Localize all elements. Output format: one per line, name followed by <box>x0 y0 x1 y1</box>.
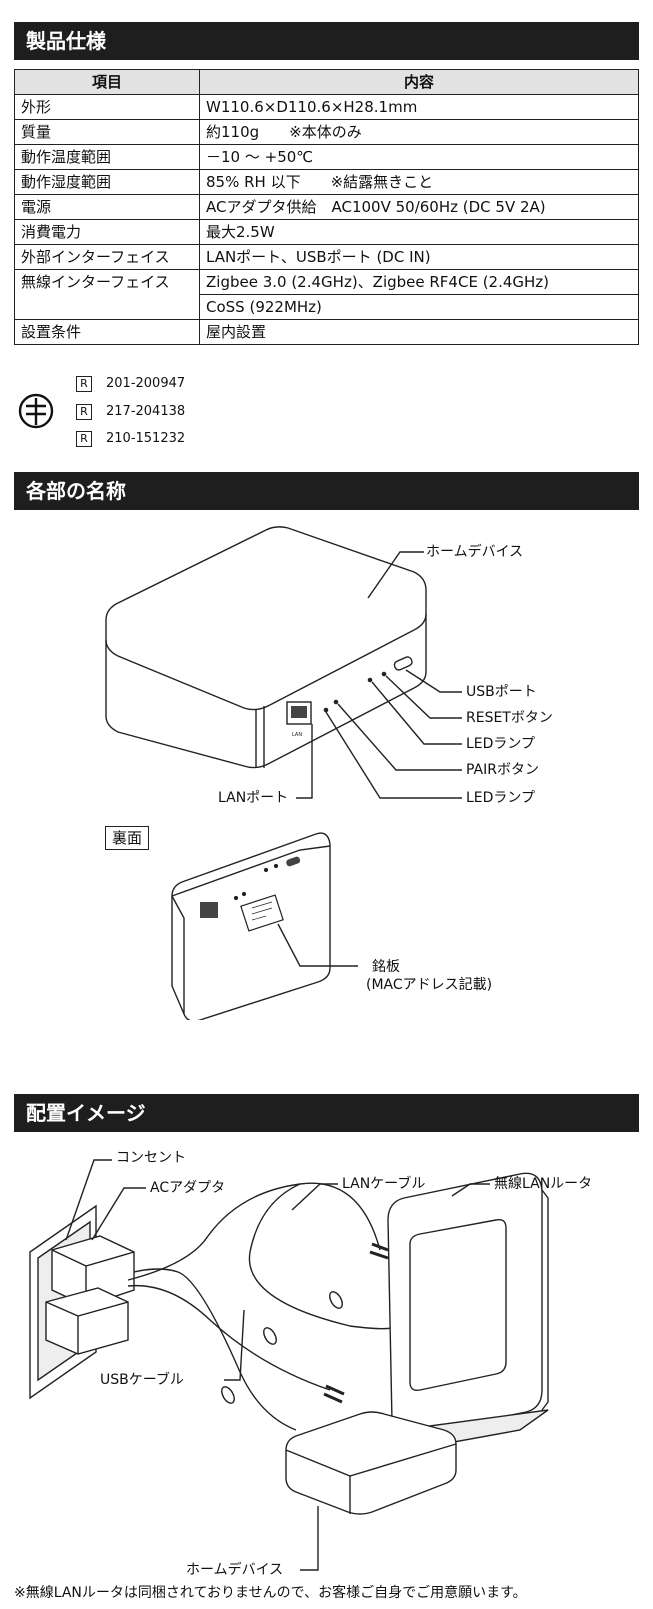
spec-label <box>14 294 200 320</box>
svg-text:LAN: LAN <box>292 732 302 738</box>
cert-r-mark: R <box>76 430 92 447</box>
table-row: 動作湿度範囲 85% RH 以下 ※結露無きこと <box>14 169 639 195</box>
footnote: ※無線LANルータは同梱されておりませんので、お客様ご自身でご用意願います。 <box>14 1585 527 1601</box>
parts-section-title: 各部の名称 <box>14 472 639 510</box>
spec-table: 項目 内容 外形 W110.6×D110.6×H28.1mm 質量 約110g … <box>14 69 639 345</box>
spec-value: LANポート、USBポート (DC IN) <box>199 244 639 270</box>
table-row: CoSS (922MHz) <box>14 294 639 320</box>
cert-number: 217-204138 <box>106 404 186 419</box>
spec-label: 消費電力 <box>14 219 200 245</box>
home-device-illustration <box>105 526 427 711</box>
label-lan-cable: LANケーブル <box>342 1176 426 1192</box>
cert-row: R 201-200947 <box>76 375 185 393</box>
spec-table-header: 項目 内容 <box>14 69 639 95</box>
certification-block: R 201-200947 R 217-204138 R 210-151232 <box>14 375 274 455</box>
table-row: 質量 約110g ※本体のみ <box>14 119 639 145</box>
label-usb-port: USBポート <box>466 684 537 700</box>
spec-value: Zigbee 3.0 (2.4GHz)、Zigbee RF4CE (2.4GHz… <box>199 269 639 295</box>
table-row: 外部インターフェイス LANポート、USBポート (DC IN) <box>14 244 639 270</box>
router-illustration <box>387 1172 543 1438</box>
label-led-lamp-2: LEDランプ <box>466 790 536 806</box>
spec-value: 最大2.5W <box>199 219 639 245</box>
cert-r-mark: R <box>76 403 92 420</box>
table-row: 外形 W110.6×D110.6×H28.1mm <box>14 94 639 120</box>
parts-diagram: LAN <box>105 526 462 1020</box>
giteki-mark-icon <box>18 393 54 429</box>
header-item: 項目 <box>14 69 200 95</box>
label-led-lamp-1: LEDランプ <box>466 736 536 752</box>
ac-adapter-illustration <box>51 1235 135 1307</box>
spec-value: ACアダプタ供給 AC100V 50/60Hz (DC 5V 2A) <box>199 194 639 220</box>
table-row: 動作温度範囲 －10 ～ +50℃ <box>14 144 639 170</box>
specs-section-title: 製品仕様 <box>14 22 639 60</box>
label-router: 無線LANルータ <box>494 1176 593 1192</box>
spec-label: 無線インターフェイス <box>14 269 200 295</box>
table-row: 消費電力 最大2.5W <box>14 219 639 245</box>
label-home-device: ホームデバイス <box>426 544 524 560</box>
nameplate-icon <box>240 894 284 932</box>
spec-label: 質量 <box>14 119 200 145</box>
table-row: 無線インターフェイス Zigbee 3.0 (2.4GHz)、Zigbee RF… <box>14 269 639 295</box>
label-pair-button: PAIRボタン <box>466 762 539 778</box>
header-content: 内容 <box>199 69 639 95</box>
label-ac-adapter: ACアダプタ <box>150 1180 226 1196</box>
usb-port-icon <box>393 656 413 671</box>
cert-number: 210-151232 <box>106 431 186 446</box>
spec-label: 外形 <box>14 94 200 120</box>
spec-label: 動作湿度範囲 <box>14 169 200 195</box>
label-outlet: コンセント <box>116 1150 186 1166</box>
placement-section-title: 配置イメージ <box>14 1094 639 1132</box>
table-row: 設置条件 屋内設置 <box>14 319 639 345</box>
spec-label: 電源 <box>14 194 200 220</box>
table-row: 電源 ACアダプタ供給 AC100V 50/60Hz (DC 5V 2A) <box>14 194 639 220</box>
label-nameplate-note: (MACアドレス記載) <box>366 977 493 993</box>
label-usb-cable: USBケーブル <box>100 1372 184 1388</box>
spec-value: －10 ～ +50℃ <box>199 144 639 170</box>
home-device-illustration <box>285 1411 457 1515</box>
spec-value: 屋内設置 <box>199 319 639 345</box>
placement-diagram <box>29 1159 549 1571</box>
spec-value: 約110g ※本体のみ <box>199 119 639 145</box>
cert-number: 201-200947 <box>106 376 186 391</box>
cert-r-mark: R <box>76 375 92 392</box>
label-home-device: ホームデバイス <box>186 1562 284 1578</box>
spec-label: 動作温度範囲 <box>14 144 200 170</box>
label-lan-port: LANポート <box>218 790 289 806</box>
spec-value: 85% RH 以下 ※結露無きこと <box>199 169 639 195</box>
spec-value: W110.6×D110.6×H28.1mm <box>199 94 639 120</box>
back-view-label: 裏面 <box>105 826 150 850</box>
cert-row: R 217-204138 <box>76 403 185 421</box>
spec-label: 外部インターフェイス <box>14 244 200 270</box>
spec-value: CoSS (922MHz) <box>199 294 639 320</box>
label-reset-button: RESETボタン <box>466 710 553 726</box>
label-nameplate: 銘板 <box>372 959 400 975</box>
spec-label: 設置条件 <box>14 319 200 345</box>
cert-row: R 210-151232 <box>76 430 185 448</box>
